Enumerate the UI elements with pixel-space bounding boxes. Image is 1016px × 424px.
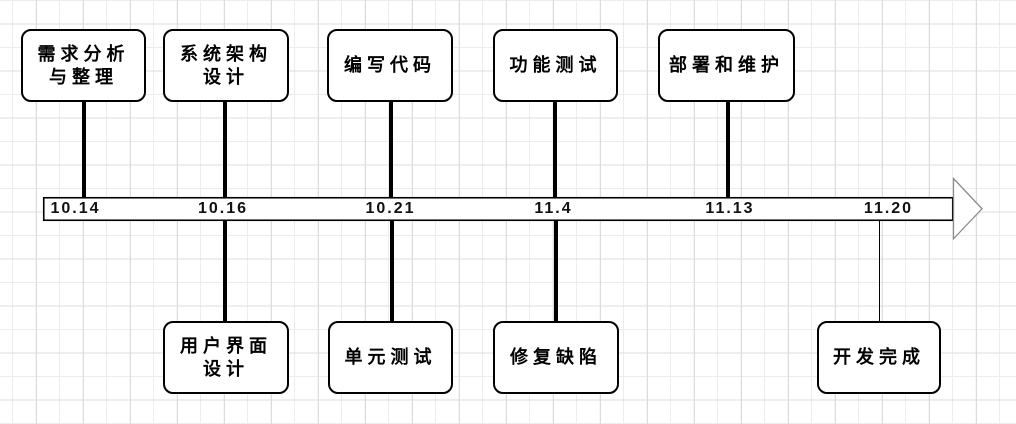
timeline-date-1021: 10.21 <box>365 200 416 217</box>
connector-bottom-1021[interactable] <box>389 220 394 322</box>
phase-box-deploy-maintain[interactable]: 部署和维护 <box>658 29 795 102</box>
phase-label: 开发完成 <box>833 347 925 368</box>
phase-label: 用户界面 设计 <box>180 335 272 380</box>
phase-label: 单元测试 <box>344 347 437 368</box>
timeline-date-1014: 10.14 <box>50 200 101 217</box>
connector-top-1021[interactable] <box>388 101 393 198</box>
timeline-date-1120: 11.20 <box>863 200 914 217</box>
phase-box-coding[interactable]: 编写代码 <box>327 29 453 102</box>
phase-label: 功能测试 <box>509 55 602 76</box>
timeline-date-1016: 10.16 <box>197 200 249 217</box>
phase-box-ui-design[interactable]: 用户界面 设计 <box>163 321 289 394</box>
phase-label: 编写代码 <box>344 55 436 76</box>
timeline-bar[interactable] <box>42 196 954 222</box>
connector-top-1016[interactable] <box>222 101 227 198</box>
phase-box-requirements[interactable]: 需求分析 与整理 <box>21 29 146 102</box>
timeline-date-114: 11.4 <box>534 200 573 217</box>
phase-label: 系统架构 设计 <box>180 43 272 88</box>
connector-top-1113[interactable] <box>726 101 730 198</box>
phase-box-architecture[interactable]: 系统架构 设计 <box>163 29 289 102</box>
connector-bottom-114[interactable] <box>553 220 558 322</box>
phase-box-unit-test[interactable]: 单元测试 <box>328 321 453 394</box>
connector-bottom-1016[interactable] <box>223 220 227 322</box>
phase-label: 修复缺陷 <box>510 347 602 368</box>
phase-box-dev-complete[interactable]: 开发完成 <box>817 321 941 394</box>
phase-label: 部署和维护 <box>669 55 784 76</box>
timeline-date-1113: 11.13 <box>705 200 755 217</box>
connector-top-114[interactable] <box>553 101 557 198</box>
phase-box-functional-test[interactable]: 功能测试 <box>493 29 618 102</box>
connector-top-1014[interactable] <box>81 101 86 198</box>
timeline-arrowhead-icon[interactable] <box>952 176 983 241</box>
phase-box-fix-defects[interactable]: 修复缺陷 <box>493 321 619 394</box>
connector-bottom-1120[interactable] <box>878 220 880 322</box>
phase-label: 需求分析 与整理 <box>37 43 130 88</box>
